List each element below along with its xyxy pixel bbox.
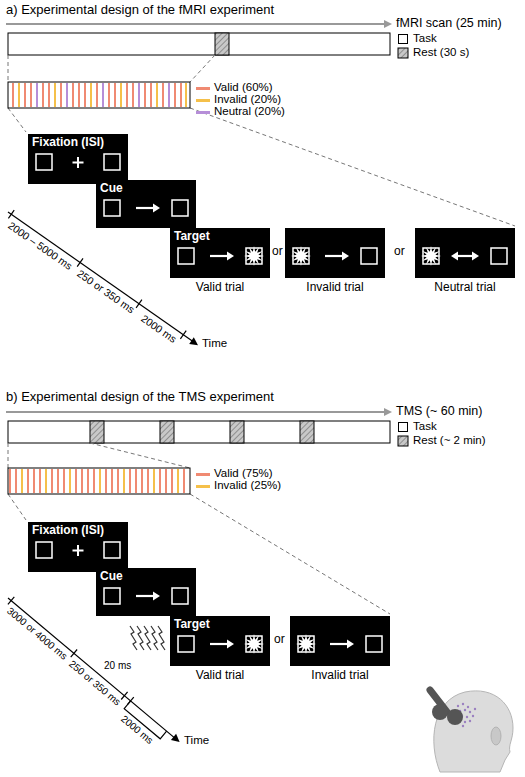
- trial-label: Neutral trial: [415, 281, 515, 295]
- frame-label: Cue: [100, 570, 123, 584]
- rest-block: [90, 421, 104, 443]
- legend-text: Task: [413, 420, 437, 433]
- legend-swatch: [398, 422, 408, 432]
- arrow-head: [384, 20, 392, 28]
- text-label: 20 ms: [104, 660, 131, 672]
- frame-label: Fixation (ISI): [32, 524, 104, 538]
- rest-block: [160, 421, 174, 443]
- stimulus-frame: Cue: [96, 180, 196, 228]
- zoom-lines: [8, 55, 515, 226]
- legend-text: Valid (75%): [214, 467, 273, 480]
- text-label: a) Experimental design of the fMRI exper…: [6, 3, 274, 18]
- stimulus-frame: Invalid trial: [285, 228, 385, 278]
- text-label: or: [394, 245, 405, 259]
- legend-line: [196, 473, 210, 476]
- time-arrow: [6, 411, 386, 413]
- stimulus-frame: Invalid trial: [290, 616, 390, 666]
- frame-label: Cue: [100, 182, 123, 196]
- text-label: or: [272, 245, 283, 259]
- valid-trials: [10, 469, 184, 493]
- time-axis: [8, 597, 175, 739]
- legend-swatch: [398, 34, 408, 44]
- text-label: b) Experimental design of the TMS experi…: [6, 390, 274, 405]
- text-label: TMS (~ 60 min): [396, 404, 482, 418]
- trial-bar: [8, 468, 190, 494]
- trial-label: Valid trial: [170, 281, 270, 295]
- stimulus-frame: Cue: [96, 568, 196, 616]
- trial-label: Invalid trial: [285, 281, 385, 295]
- frame-label: Target: [174, 230, 210, 244]
- legend-text: Neutral (20%): [214, 105, 285, 118]
- stimulus-frame: TargetValid trial: [170, 228, 270, 278]
- invalid-trials: [22, 469, 178, 493]
- stimulus-frame: Fixation (ISI): [28, 134, 128, 184]
- legend-line: [196, 111, 210, 114]
- legend-line: [196, 99, 210, 102]
- arrow-head: [189, 337, 198, 345]
- session-bar: [8, 33, 390, 55]
- stimulus-frame: Fixation (ISI): [28, 522, 128, 572]
- rest-swatch: [398, 436, 408, 446]
- trial-bar: [8, 82, 190, 108]
- arrow-head: [384, 408, 392, 416]
- legend-line: [196, 485, 210, 488]
- text-label: or: [274, 633, 285, 647]
- stimulus-frame: Neutral trial: [415, 228, 515, 278]
- zoom-lines: [8, 443, 390, 614]
- head-illustration: [430, 690, 513, 772]
- legend-text: Invalid (25%): [214, 479, 281, 492]
- text-label: fMRI scan (25 min): [396, 16, 502, 30]
- legend-text: Invalid (20%): [214, 93, 281, 106]
- legend-text: Valid (60%): [214, 81, 273, 94]
- text-label: Time: [184, 734, 209, 747]
- text-label: Time: [202, 337, 227, 350]
- trial-label: Valid trial: [170, 669, 270, 683]
- time-axis: [8, 210, 193, 341]
- arrow-head: [171, 734, 180, 742]
- text-label: 3000 or 4000 ms: [4, 605, 69, 662]
- valid-trials: [13, 83, 181, 107]
- trial-label: Invalid trial: [290, 669, 390, 683]
- text-label: 2000 – 5000 ms: [6, 219, 75, 272]
- text-label: 250 or 350 ms: [75, 267, 137, 315]
- frame-label: Target: [174, 618, 210, 632]
- legend-line: [196, 87, 210, 90]
- stimulus-frame: TargetValid trial: [170, 616, 270, 666]
- invalid-trials: [19, 83, 186, 107]
- rest-swatch: [398, 48, 408, 58]
- session-bar: [8, 421, 390, 443]
- rest-block: [230, 421, 244, 443]
- rest-block: [215, 33, 229, 55]
- time-arrow: [6, 23, 386, 25]
- legend-text: Rest (~ 2 min): [413, 434, 486, 447]
- legend-text: Task: [413, 32, 437, 45]
- frame-label: Fixation (ISI): [32, 136, 104, 150]
- neutral-trials: [37, 83, 169, 107]
- tms-pulses: [130, 626, 165, 650]
- rest-block: [300, 421, 314, 443]
- legend-text: Rest (30 s): [413, 46, 469, 59]
